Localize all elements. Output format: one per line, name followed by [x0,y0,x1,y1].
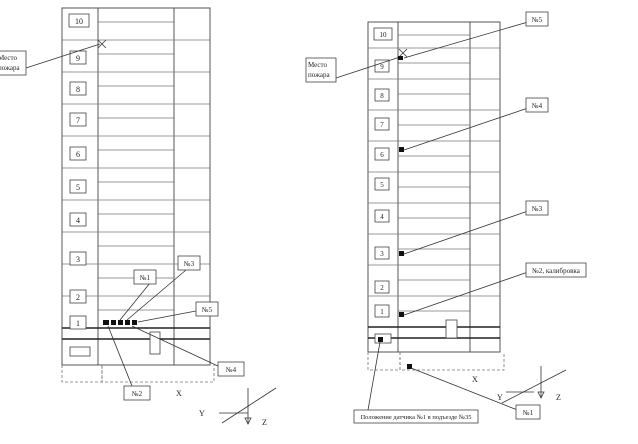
left-sensor-marker [103,320,109,325]
left-sensor-marker [125,320,130,325]
right-caption-text: Положение датчика №1 в подъезде №35 [360,414,471,421]
left-floor-label-5: 5 [76,183,80,192]
right-callout-5: №5 [532,16,543,24]
left-floor-label-6: 6 [76,150,80,159]
left-building: 10 9 8 7 6 5 4 3 2 1 [61,7,215,383]
left-entrance-door [149,331,161,355]
left-sensor-marker [111,320,116,325]
right-sensor-marker [398,56,403,60]
left-building-outline [61,7,211,366]
right-sensor-marker [399,312,404,317]
right-caption: Положение датчика №1 в подъезде №35 [353,409,479,424]
left-base-outline-a [61,365,103,383]
right-floor-label-6: 6 [380,151,384,159]
right-floor-label-10: 10 [380,31,388,39]
right-axis-x-label: X [472,375,478,384]
left-sensor-marker [132,320,137,325]
right-entrance-door [445,319,458,339]
right-callout-4: №4 [532,102,543,110]
left-floor-label-1: 1 [76,319,80,328]
right-callout-3: №3 [532,205,543,213]
left-fire-callout: Место пожара [0,50,27,76]
right-floor-label-2: 2 [380,284,384,292]
right-floor-label-3: 3 [380,250,384,258]
right-floor-label-4: 4 [380,213,384,221]
left-floor-label-7: 7 [76,116,80,125]
right-building-outline [367,21,501,353]
left-floor-label-3: 3 [76,255,80,264]
right-floor-label-9: 9 [380,63,384,71]
left-sensor-marker [118,320,123,325]
right-fire-label-line2: пожара [308,71,331,79]
right-fire-marker [335,48,408,79]
right-fire-label-line1: Место [308,61,327,69]
right-sensor-marker [378,337,383,342]
right-floor-label-5: 5 [380,181,384,189]
left-fire-marker [25,39,107,69]
right-axis-z-label: Z [556,393,561,402]
right-floor-labels: 10 9 8 7 6 5 4 3 2 1 [373,27,393,344]
right-callout-2: №2, калибровка [532,267,581,275]
left-callout-3: №3 [184,260,195,268]
left-floor-label-9: 9 [76,54,80,63]
right-axis-y-label: Y [497,393,503,402]
right-sensor-marker [407,364,412,369]
left-axis-x-label: X [176,389,182,398]
right-sensor-marker [399,251,404,256]
right-floor-label-7: 7 [380,121,384,129]
left-fire-label-line1: Место [0,54,17,62]
right-floor-label-1: 1 [380,308,384,316]
right-sensor-marker [399,147,404,152]
left-axis-z-label: Z [262,418,267,427]
right-base-outline-a [367,352,401,371]
left-sensor-group [103,320,137,325]
right-base-outline-b [399,352,505,371]
left-floor-label-8: 8 [76,85,80,94]
left-axes: X Y Z [176,387,277,427]
right-callouts: №5 №4 №3 №2, калибровка №1 [367,11,587,420]
left-callout-5: №5 [202,306,213,314]
right-axes: X Y Z [472,366,567,404]
left-floor-label-2: 2 [76,293,80,302]
left-callout-4: №4 [226,366,237,374]
right-floor-label-8: 8 [380,92,384,100]
left-basement-box [69,346,91,357]
left-floor-label-10: 10 [75,17,83,26]
left-fire-label-line2: пожара [0,64,21,72]
left-callout-2: №2 [132,390,143,398]
left-base-outline-b [101,365,215,383]
left-floor-label-4: 4 [76,216,80,225]
left-axis-y-label: Y [199,409,205,418]
left-callout-1: №1 [140,274,151,282]
left-callouts: №1 №3 №5 №4 №2 [107,255,245,401]
right-fire-callout: Место пожара [305,57,337,83]
right-callout-1: №1 [523,409,534,417]
left-floor-labels: 10 9 8 7 6 5 4 3 2 1 [68,13,91,357]
right-building: 10 9 8 7 6 5 4 3 2 1 [367,21,505,371]
